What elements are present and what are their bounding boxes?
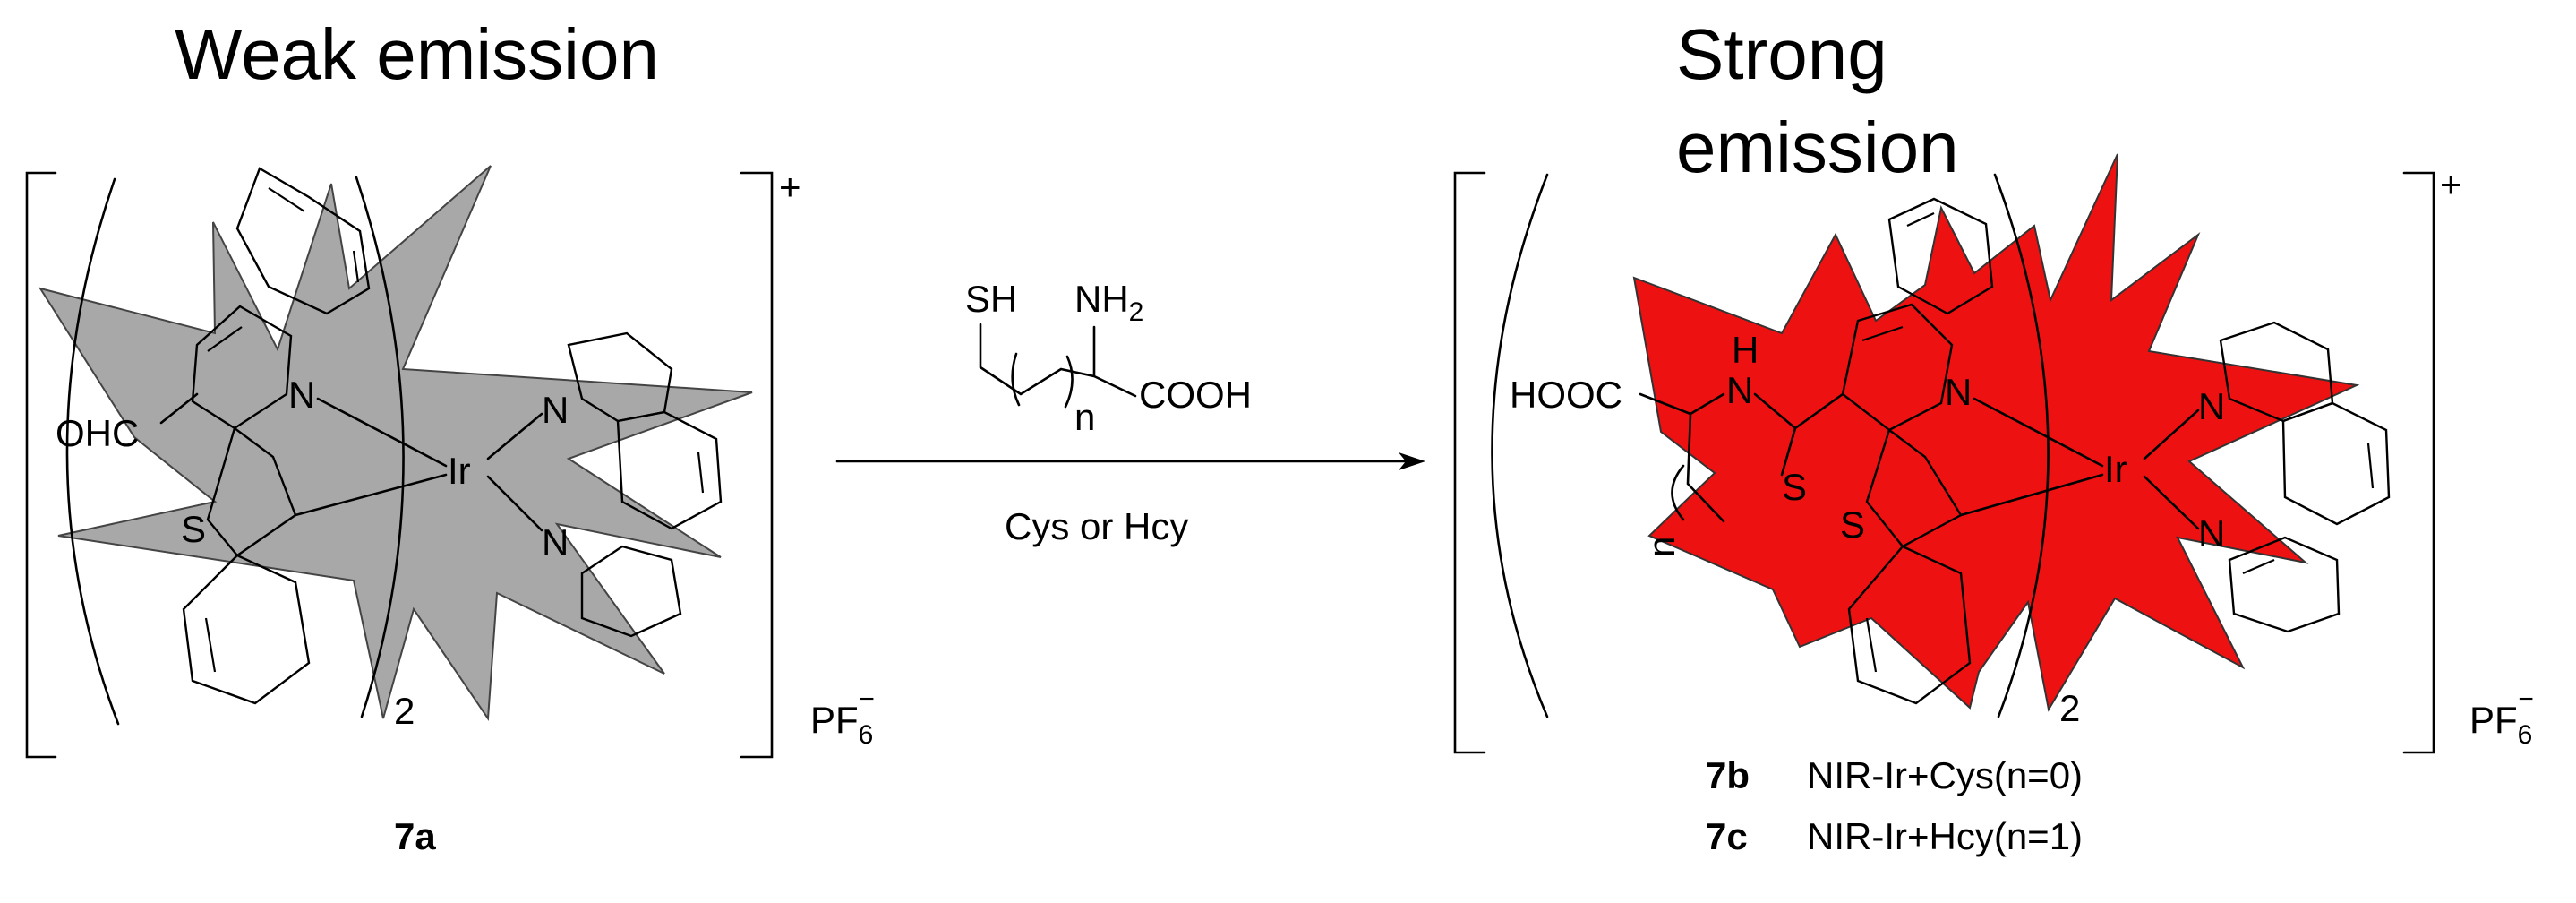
reagent-carboxyl: COOH: [1139, 374, 1252, 416]
left-phen-ring-2: [616, 410, 723, 530]
right-phen-ring-3: [2228, 536, 2341, 633]
strong-emission-title-line2: emission: [1676, 108, 1959, 187]
right-multiplier: 2: [2059, 687, 2080, 729]
left-nitrogen-1: N: [288, 374, 315, 416]
right-amine-h: H: [1732, 329, 1759, 371]
right-benzo: [1847, 545, 1972, 705]
left-paren-close: [355, 176, 405, 718]
left-counterion: PF6−: [810, 684, 875, 750]
weak-emission-title: Weak emission: [175, 14, 659, 94]
reaction-condition: Cys or Hcy: [1005, 505, 1188, 547]
left-paren-open: [65, 177, 120, 726]
right-phenyl-top: [1887, 197, 1994, 315]
compound-label-7c: 7c: [1706, 815, 1748, 857]
right-sulfur-1: S: [1782, 466, 1807, 508]
right-charge: +: [2440, 163, 2462, 205]
left-phenyl-top: [235, 167, 371, 315]
right-thiazolidine: [1639, 392, 1844, 523]
right-paren-open: [1491, 173, 1549, 718]
strong-emission-title-line1: Strong: [1676, 14, 1887, 94]
left-multiplier: 2: [394, 690, 415, 732]
compound-label-7a: 7a: [394, 815, 436, 857]
complex-7a: Weak emission + 2 OHC S N Ir N N: [25, 14, 801, 759]
left-sulfur: S: [181, 508, 206, 550]
left-nitrogen-3: N: [542, 521, 569, 563]
right-carboxyl: HOOC: [1510, 374, 1622, 416]
right-nitrogen-3: N: [2198, 512, 2225, 555]
left-cho-group: OHC: [56, 412, 139, 454]
compound-desc-7c: NIR-Ir+Hcy(n=1): [1807, 815, 2083, 857]
product-labels: 7b NIR-Ir+Cys(n=0) 7c NIR-Ir+Hcy(n=1): [1706, 754, 2083, 857]
left-nitrogen-2: N: [542, 389, 569, 431]
reagent-skeleton: [979, 322, 1137, 398]
left-phen-ring-3: [580, 545, 682, 638]
reaction-arrowhead: [1399, 452, 1425, 470]
reagent-amine: NH2: [1074, 278, 1143, 327]
right-iridium: Ir: [2104, 448, 2127, 490]
right-paren-close: [1993, 173, 2050, 718]
reaction-arrow-group: SH NH2 n COOH Cys or Hcy: [835, 278, 1425, 547]
left-thiophene: [206, 426, 297, 557]
right-counterion: PF6−: [2469, 684, 2534, 750]
right-nitrogen-2: N: [2198, 385, 2225, 427]
strong-emission-starburst: [1632, 153, 2360, 712]
right-index-n: n: [1640, 537, 1682, 557]
left-benzo: [182, 554, 311, 705]
right-bracket-open: [1453, 171, 1486, 754]
weak-emission-starburst: [38, 165, 753, 721]
left-iridium: Ir: [448, 450, 471, 492]
left-charge: +: [779, 166, 801, 208]
right-nitrogen-1: N: [1945, 371, 1972, 413]
compound-label-7b: 7b: [1706, 754, 1750, 796]
right-amine-n: N: [1726, 369, 1753, 411]
right-bracket-close: [2402, 171, 2435, 754]
right-thiophene: [1865, 428, 1963, 548]
compound-desc-7b: NIR-Ir+Cys(n=0): [1807, 754, 2083, 796]
reagent-index-n: n: [1074, 396, 1095, 438]
left-bracket-close: [740, 171, 774, 759]
right-sulfur-2: S: [1840, 503, 1865, 546]
right-phen-ring-2: [2281, 401, 2391, 526]
complex-7b-7c: Strong emission + 2 N H HOOC S n S N I: [1453, 14, 2462, 754]
reagent-thiol: SH: [965, 278, 1017, 320]
left-bracket-open: [25, 171, 57, 759]
